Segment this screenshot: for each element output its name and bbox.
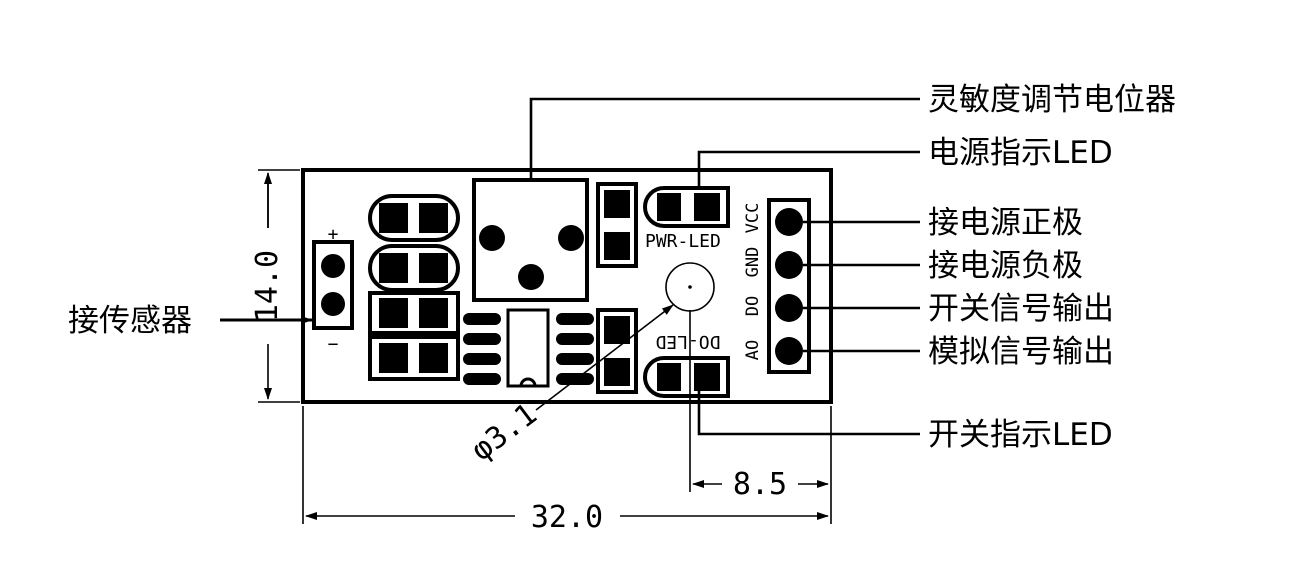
power-led-leader	[697, 150, 920, 188]
pot-leader	[529, 97, 920, 180]
sensor-connector: + −	[312, 224, 354, 355]
switch-led-label: 开关指示LED	[928, 417, 1113, 453]
height-dimension: 14.0	[250, 169, 300, 403]
do-led-silkscreen: DO-LED	[655, 331, 720, 352]
vcc-silkscreen: VCC	[743, 203, 763, 234]
width-value: 32.0	[531, 500, 603, 535]
ic-chip	[463, 308, 594, 388]
do-label: 开关信号输出	[928, 291, 1114, 327]
vcc-label: 接电源正极	[928, 205, 1083, 241]
ao-silkscreen: AO	[743, 340, 763, 360]
power-led-label: 电源指示LED	[928, 135, 1113, 171]
potentiometer	[472, 178, 589, 302]
pwr-led-silkscreen: PWR-LED	[645, 231, 721, 252]
width-dimension: 32.0	[302, 406, 832, 535]
resistor-pads-upper	[596, 182, 638, 268]
pin-offset-dimension: 8.5	[689, 310, 829, 502]
sensor-label: 接传感器	[68, 303, 192, 339]
mounting-hole	[665, 262, 715, 312]
switch-led-leader	[697, 391, 920, 436]
gnd-silkscreen: GND	[743, 247, 763, 278]
power-led: PWR-LED	[643, 186, 730, 252]
hole-value: φ3.1	[465, 397, 544, 468]
switch-led: DO-LED	[643, 331, 730, 398]
minus-label: −	[328, 334, 339, 355]
pin-offset-value: 8.5	[733, 467, 787, 502]
component-pads-left	[368, 194, 460, 381]
pin-header	[767, 198, 811, 374]
height-value: 14.0	[250, 250, 285, 322]
ao-label: 模拟信号输出	[928, 334, 1114, 370]
do-silkscreen: DO	[743, 296, 763, 316]
gnd-label: 接电源负极	[928, 248, 1083, 284]
pot-label: 灵敏度调节电位器	[928, 82, 1176, 118]
plus-label: +	[328, 224, 339, 245]
resistor-pads-lower	[596, 308, 638, 394]
